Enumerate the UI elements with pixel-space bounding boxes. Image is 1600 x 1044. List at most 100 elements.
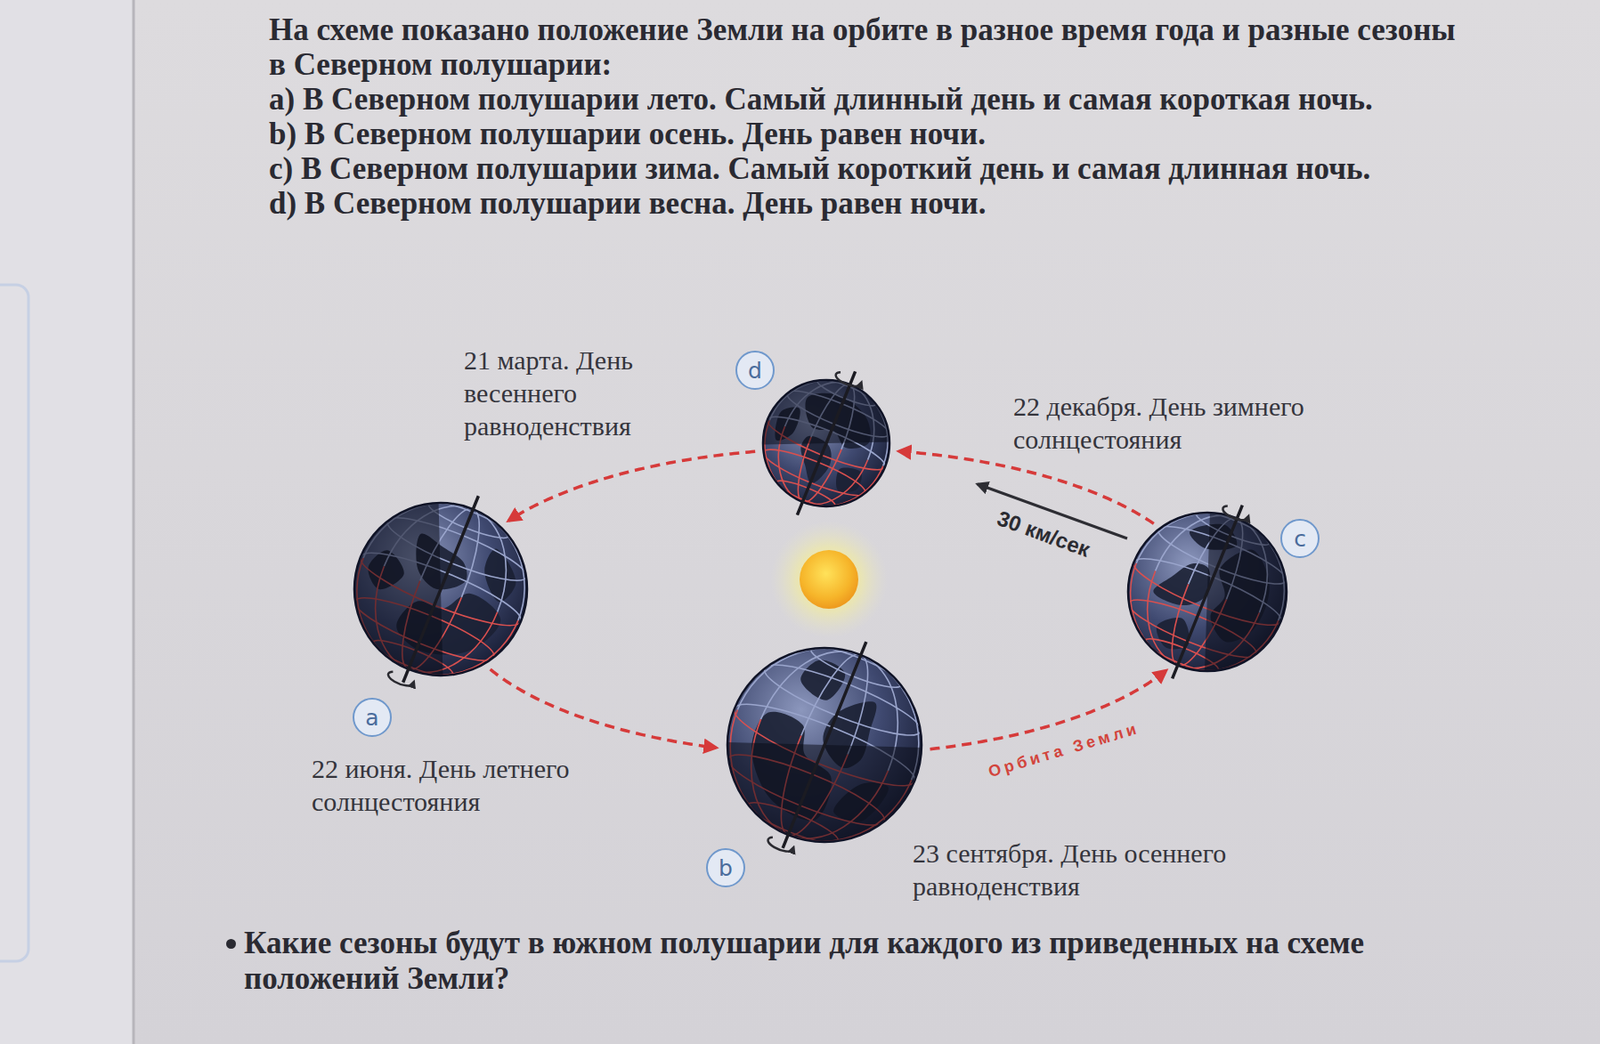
decor-part <box>744 419 887 527</box>
label-holder: Орбита Земли <box>986 719 1143 782</box>
decor-part <box>1104 488 1311 696</box>
facing-page <box>0 0 134 1044</box>
date-caption: 21 марта. День весеннего равноденствия <box>463 343 709 443</box>
decor-part <box>762 379 890 446</box>
earth-globe: b23 сентября. День осеннего равноденстви… <box>727 648 922 843</box>
earth-axis <box>782 641 867 849</box>
decor-part <box>358 477 553 623</box>
decor-part <box>1156 499 1251 683</box>
task-text: a) В Северном полушарии лето. Самый длин… <box>268 81 1462 117</box>
decor-part <box>1104 488 1311 696</box>
decor-part <box>781 365 865 520</box>
meridian-line <box>701 707 917 870</box>
letter-ring: a <box>352 698 392 738</box>
task-text: b) В Северном полушарии осень. День раве… <box>268 116 1462 152</box>
letter-ring: b <box>706 848 746 888</box>
earth-axis <box>796 371 855 515</box>
question-block: Какие сезоны будут в южном полушарии для… <box>243 925 1491 998</box>
decor-part <box>352 503 444 678</box>
decor-part <box>732 618 951 782</box>
orbit-arrow <box>490 669 717 748</box>
globe-drawing <box>1128 512 1287 672</box>
night-side <box>352 503 444 678</box>
night-side <box>1204 512 1290 675</box>
meridian-line <box>1106 561 1283 695</box>
decor-part <box>386 489 488 690</box>
rotation-arrow <box>765 836 795 855</box>
meridian-line <box>331 556 523 701</box>
task-text: c) В Северном полушарии зима. Самый коро… <box>268 151 1462 187</box>
globe-drawing <box>727 648 922 843</box>
meridian-line <box>765 361 907 468</box>
decor-part <box>698 618 951 872</box>
earth-globe: d21 марта. День весеннего равноденствия <box>763 380 890 507</box>
orbit-arrow <box>899 451 1154 524</box>
letter-ring: d <box>735 350 775 390</box>
globe-drawing <box>354 503 528 676</box>
meridian-line <box>358 478 551 623</box>
meridian-line <box>746 419 887 526</box>
earth-axis <box>1172 505 1243 680</box>
date-caption: 22 декабря. День зимнего солнцестояния <box>1013 389 1397 456</box>
decor-part <box>698 707 917 871</box>
meridian-line <box>761 419 887 520</box>
question-text: Какие сезоны будут в южном полушарии для… <box>243 925 1491 998</box>
decor-part <box>765 635 876 855</box>
night-side <box>724 742 922 845</box>
caption-holder: 21 марта. День весеннего равноденствия <box>463 343 709 443</box>
meridian-line <box>765 367 892 468</box>
caption-holder: 22 июня. День летнего солнцестояния <box>311 752 695 819</box>
meridian-line <box>1125 561 1283 687</box>
decor-part <box>1104 561 1283 696</box>
earth-axis <box>403 495 480 683</box>
caption-holder: 23 сентября. День осеннего равноденствия <box>912 836 1341 903</box>
meridian-line <box>732 619 948 782</box>
decor-part <box>1132 488 1311 623</box>
caption-holder: 22 декабря. День зимнего солнцестояния <box>1013 389 1397 456</box>
decor-part <box>724 742 922 845</box>
position-letter: b <box>718 857 733 880</box>
page-fold <box>132 0 136 1044</box>
label-holder: 30 км/сек <box>993 505 1094 562</box>
rotation-arrow <box>1220 504 1250 524</box>
decor-part <box>720 648 928 859</box>
decor-part <box>1204 512 1290 675</box>
decor-part <box>744 361 910 527</box>
orbit-arrow <box>508 451 756 521</box>
decor-part <box>765 361 909 469</box>
date-caption: 22 июня. День летнего солнцестояния <box>311 752 695 819</box>
letter-ring: c <box>1280 519 1320 559</box>
night-side <box>762 379 890 446</box>
earth-globe: a22 июня. День летнего солнцестояния <box>354 503 528 676</box>
globe-drawing <box>763 380 890 507</box>
position-letter: c <box>1293 527 1307 551</box>
bullet-dot <box>226 939 236 950</box>
meridian-line <box>724 707 917 861</box>
earth-globe: c22 декабря. День зимнего солнцестояния <box>1128 512 1287 672</box>
task-text: На схеме показано положение Земли на орб… <box>268 12 1462 82</box>
speed-label: 30 км/сек <box>994 505 1094 561</box>
decor-part <box>328 477 554 703</box>
meridian-line <box>732 629 925 783</box>
meridian-line <box>351 556 523 693</box>
facing-page-box <box>0 284 29 962</box>
meridian-line <box>358 486 530 623</box>
date-caption: 23 сентября. День осеннего равноденствия <box>912 836 1341 903</box>
sun-glow <box>770 520 888 639</box>
sun <box>799 550 859 610</box>
orbit-label: Орбита Земли <box>986 719 1142 781</box>
decor-part <box>328 556 523 702</box>
position-letter: a <box>365 706 379 730</box>
meridian-line <box>1132 497 1290 623</box>
decor-part <box>698 618 951 872</box>
meridian-line <box>1132 489 1308 623</box>
rotation-arrow <box>834 371 863 390</box>
task-block: На схеме показано положение Земли на орб… <box>268 12 1462 221</box>
decor-part <box>744 361 910 527</box>
decor-part <box>328 477 554 703</box>
rotation-arrow <box>386 670 415 690</box>
task-text: d) В Северном полушарии весна. День раве… <box>268 186 1462 221</box>
position-letter: d <box>747 359 763 382</box>
continent <box>1153 561 1211 607</box>
